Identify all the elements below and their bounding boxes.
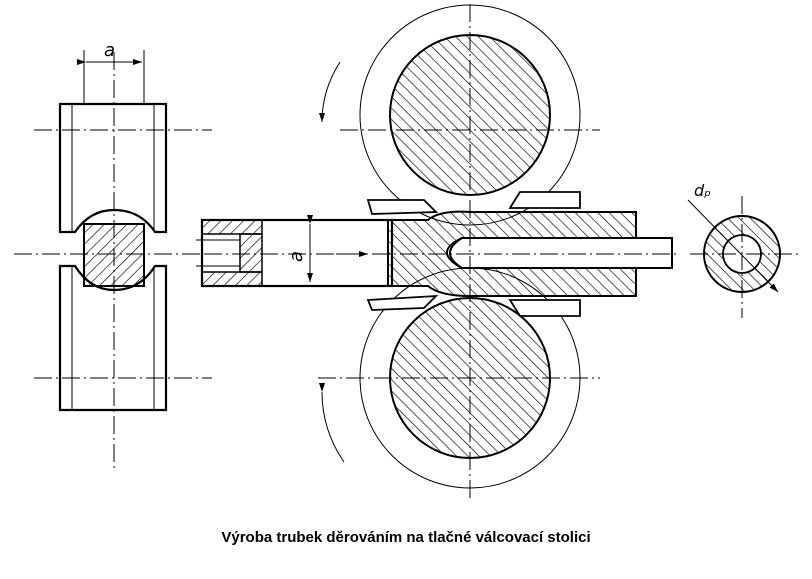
pipe-diameter-label: dₚ bbox=[694, 181, 711, 200]
upper-roll-core bbox=[389, 34, 551, 196]
pierced-billet bbox=[387, 210, 637, 297]
lower-roll-outline bbox=[58, 264, 168, 412]
pusher-head-upper bbox=[201, 219, 263, 235]
width-label-top: a bbox=[104, 40, 115, 61]
lower-guide bbox=[366, 294, 439, 311]
piercing-mandrel bbox=[449, 237, 673, 269]
lower-guide-right bbox=[508, 299, 581, 317]
upper-rotation-arrow bbox=[319, 61, 341, 123]
upper-guide-right bbox=[508, 191, 581, 209]
pusher-head-lower bbox=[201, 271, 263, 287]
figure-caption: Výroba trubek děrováním na tlačné válcov… bbox=[221, 529, 591, 546]
center-rolling-view: a bbox=[196, 4, 680, 498]
lower-rotation-arrow bbox=[318, 382, 345, 463]
upper-roll-outline bbox=[58, 102, 168, 234]
left-roll-view: a bbox=[14, 40, 212, 468]
upper-guide bbox=[366, 199, 439, 215]
width-label-mid: a bbox=[286, 251, 307, 262]
pipe-cross-section: dₚ bbox=[687, 181, 800, 318]
pusher-plate bbox=[239, 233, 263, 273]
